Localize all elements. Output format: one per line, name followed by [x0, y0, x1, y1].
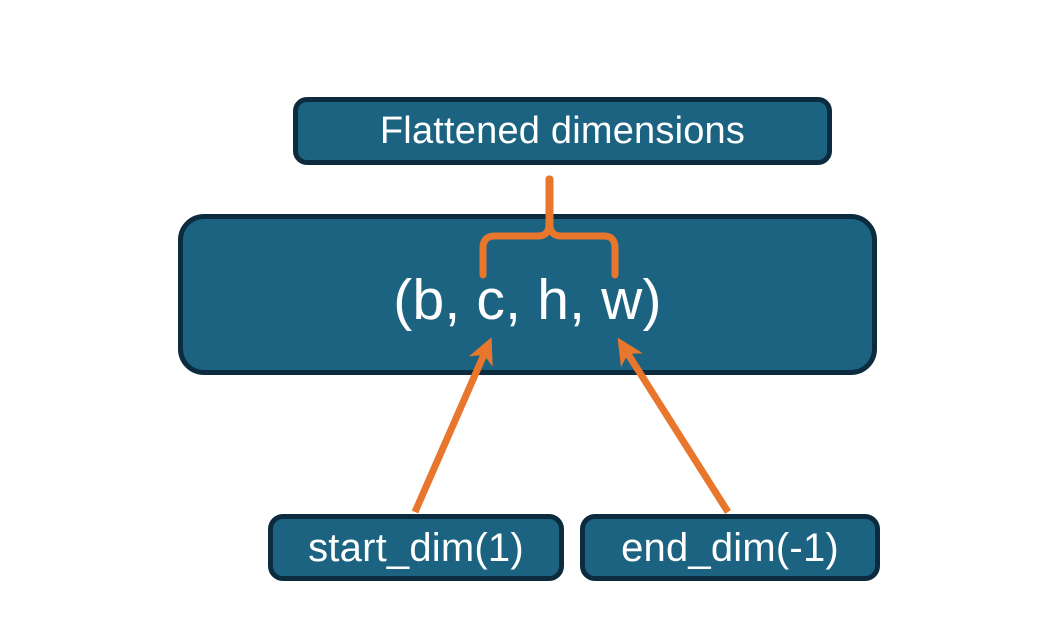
- start-dim-arrow-icon: [411, 337, 493, 514]
- flattened-range-brace-icon: [479, 175, 619, 279]
- node-tensor-shape: (b, c, h, w): [178, 214, 877, 375]
- node-start-dim-label: start_dim(1): [308, 525, 524, 570]
- node-end-dim: end_dim(-1): [580, 514, 880, 581]
- node-flattened-dimensions-label: Flattened dimensions: [379, 110, 746, 152]
- node-tensor-shape-label: (b, c, h, w): [393, 268, 662, 332]
- node-start-dim: start_dim(1): [268, 514, 564, 581]
- node-flattened-dimensions: Flattened dimensions: [293, 97, 832, 165]
- node-end-dim-label: end_dim(-1): [621, 525, 839, 570]
- end-dim-arrow-icon: [617, 337, 731, 514]
